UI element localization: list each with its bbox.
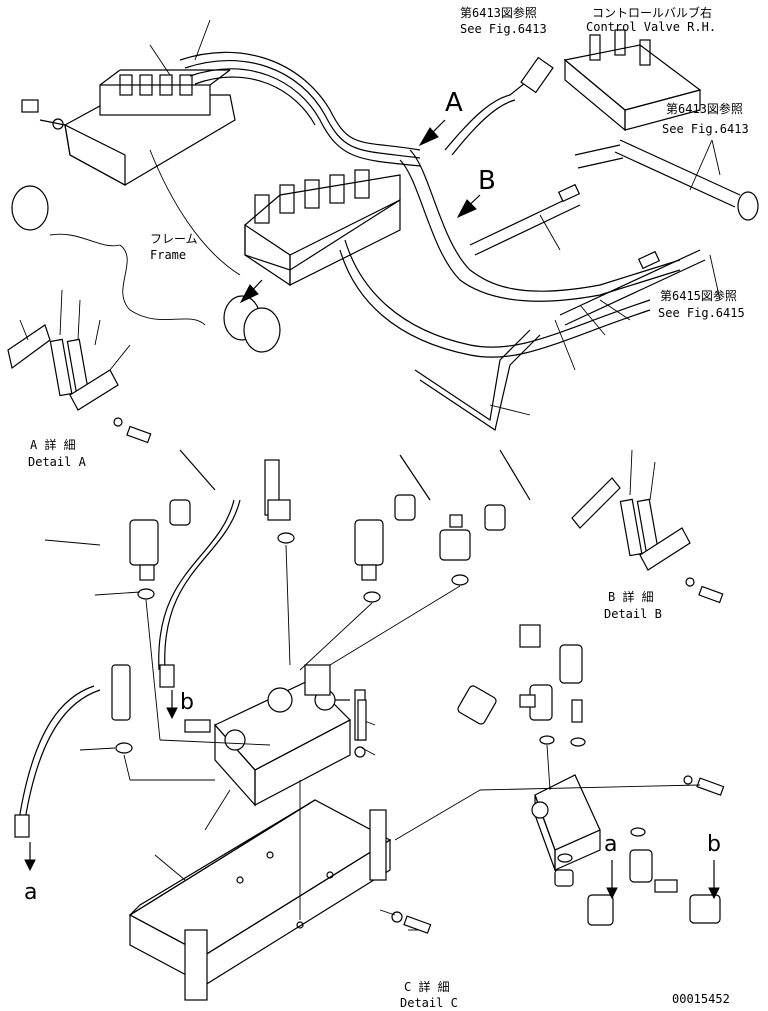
control-valve-rh: [563, 29, 702, 132]
callout-a-left: a: [24, 880, 38, 905]
frame-circle-1: [11, 185, 49, 231]
arrow-c-indicator: [239, 279, 263, 304]
detail-c-hoses: [14, 449, 531, 838]
middle-hoses: [469, 183, 706, 326]
detail-c-bolts: [354, 699, 725, 934]
center-valve-block: [244, 169, 401, 287]
left-valve-bracket: [21, 69, 236, 187]
detail-c-leaders: [44, 539, 461, 931]
fig6413-ref2-jp: 第6413図参照: [666, 102, 743, 116]
arrow-a-indicator: [418, 119, 446, 147]
frame-label-en: Frame: [150, 248, 187, 262]
callout-arrows: [24, 690, 720, 900]
detail-c-valve: [214, 664, 366, 807]
hose-to-6413: [444, 74, 536, 151]
detail-c-label-jp: C 詳 細: [404, 980, 450, 994]
fig6413-ref2-en: See Fig.6413: [662, 122, 749, 136]
leader-6413-right-1: [689, 139, 713, 191]
arrow-b-indicator: [456, 194, 481, 219]
detail-c-fittings-top: [111, 459, 506, 754]
frame-outline: [49, 233, 206, 326]
detail-c-tray: [128, 799, 392, 1001]
detail-a-label-jp: A 詳 細: [30, 438, 76, 452]
frame-circle-3: [243, 307, 281, 353]
frame-label-jp: フレーム: [150, 232, 198, 246]
detail-c-right-valve: [394, 624, 721, 926]
detail-a-drawing: [7, 289, 152, 444]
callout-b-left: b: [180, 690, 194, 715]
arrow-a-letter: A: [445, 88, 463, 118]
control-valve-jp: コントロールバルブ右: [592, 6, 713, 20]
leader-6415: [709, 254, 721, 301]
callout-b-right: b: [707, 832, 721, 857]
detail-b-label-en: Detail B: [604, 607, 662, 621]
detail-c-label-en: Detail C: [400, 996, 458, 1010]
drawing-number: 00015452: [672, 992, 730, 1006]
hose-fitting-top: [520, 56, 554, 94]
fig6415-ref-jp: 第6415図参照: [660, 289, 737, 303]
detail-b-label-jp: B 詳 細: [608, 590, 654, 604]
control-valve-en: Control Valve R.H.: [586, 20, 717, 34]
pipe-right: [574, 139, 759, 221]
detail-a-label-en: Detail A: [28, 455, 86, 469]
callout-a-right: a: [604, 832, 618, 857]
fig6415-ref-en: See Fig.6415: [658, 306, 745, 320]
detail-b-drawing: [571, 449, 724, 604]
fig6413-ref-jp: 第6413図参照: [460, 6, 537, 20]
fig6413-ref-en: See Fig.6413: [460, 22, 547, 36]
hose-bundle-right: [339, 149, 681, 431]
arrow-b-letter: B: [478, 166, 496, 196]
hose-bundle-top: [179, 51, 421, 167]
